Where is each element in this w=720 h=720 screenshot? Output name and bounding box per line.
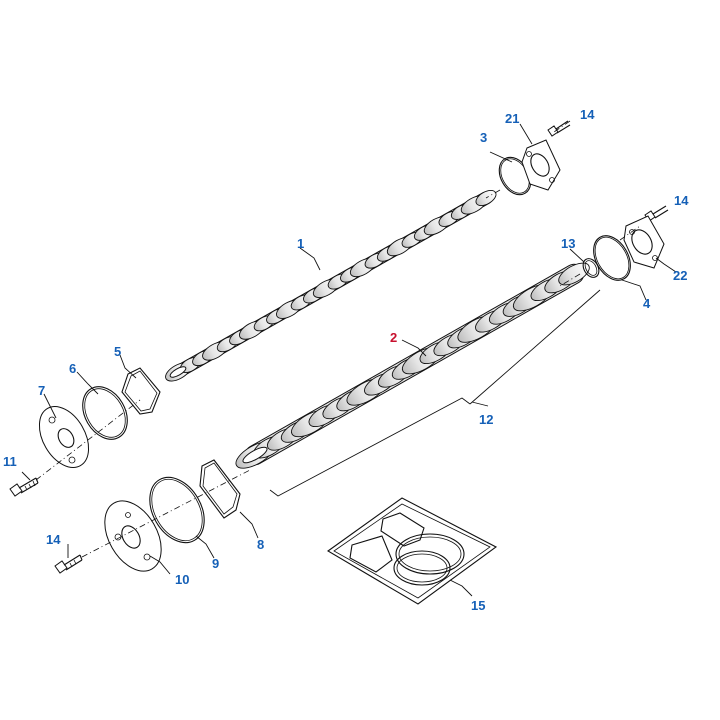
cover-21 xyxy=(521,139,561,191)
callout-5: 5 xyxy=(114,344,121,359)
callout-7: 7 xyxy=(38,383,45,398)
callout-14-top: 14 xyxy=(580,107,595,122)
upper-cam-end-face xyxy=(169,366,187,378)
assembly-axis-lines xyxy=(35,120,641,558)
callout-6: 6 xyxy=(69,361,76,376)
plate-7 xyxy=(38,406,90,468)
callout-14-right: 14 xyxy=(674,193,689,208)
leader-lines xyxy=(21,123,677,597)
gasket-5 xyxy=(121,367,161,415)
callout-10: 10 xyxy=(175,572,189,587)
callout-1: 1 xyxy=(297,236,304,251)
callout-22: 22 xyxy=(673,268,687,283)
gasket-8 xyxy=(199,459,241,519)
o-ring-6 xyxy=(82,386,128,440)
lower-cam-lobe xyxy=(558,262,590,286)
callout-labels: 1 2 3 4 5 6 7 8 9 10 11 12 13 14 14 14 1… xyxy=(3,107,689,613)
callout-3: 3 xyxy=(480,130,487,145)
gasket-kit-15 xyxy=(326,497,498,605)
lower-camshaft xyxy=(235,262,590,469)
upper-camshaft xyxy=(165,190,497,382)
plate-10 xyxy=(104,500,162,572)
callout-8: 8 xyxy=(257,537,264,552)
bolt-14-left xyxy=(54,554,83,574)
callout-15: 15 xyxy=(471,598,485,613)
callout-4: 4 xyxy=(643,296,651,311)
lower-cam-end-face xyxy=(242,446,268,464)
callout-2: 2 xyxy=(390,330,397,345)
bolt-14-top xyxy=(547,120,571,137)
callout-11: 11 xyxy=(3,454,17,469)
callout-21: 21 xyxy=(505,111,519,126)
o-ring-9 xyxy=(149,476,205,544)
callout-9: 9 xyxy=(212,556,219,571)
callout-14-left: 14 xyxy=(46,532,61,547)
ring-13 xyxy=(582,258,600,278)
bolt-11 xyxy=(9,477,39,497)
callout-12: 12 xyxy=(479,412,493,427)
callout-13: 13 xyxy=(561,236,575,251)
cover-22 xyxy=(623,215,665,269)
